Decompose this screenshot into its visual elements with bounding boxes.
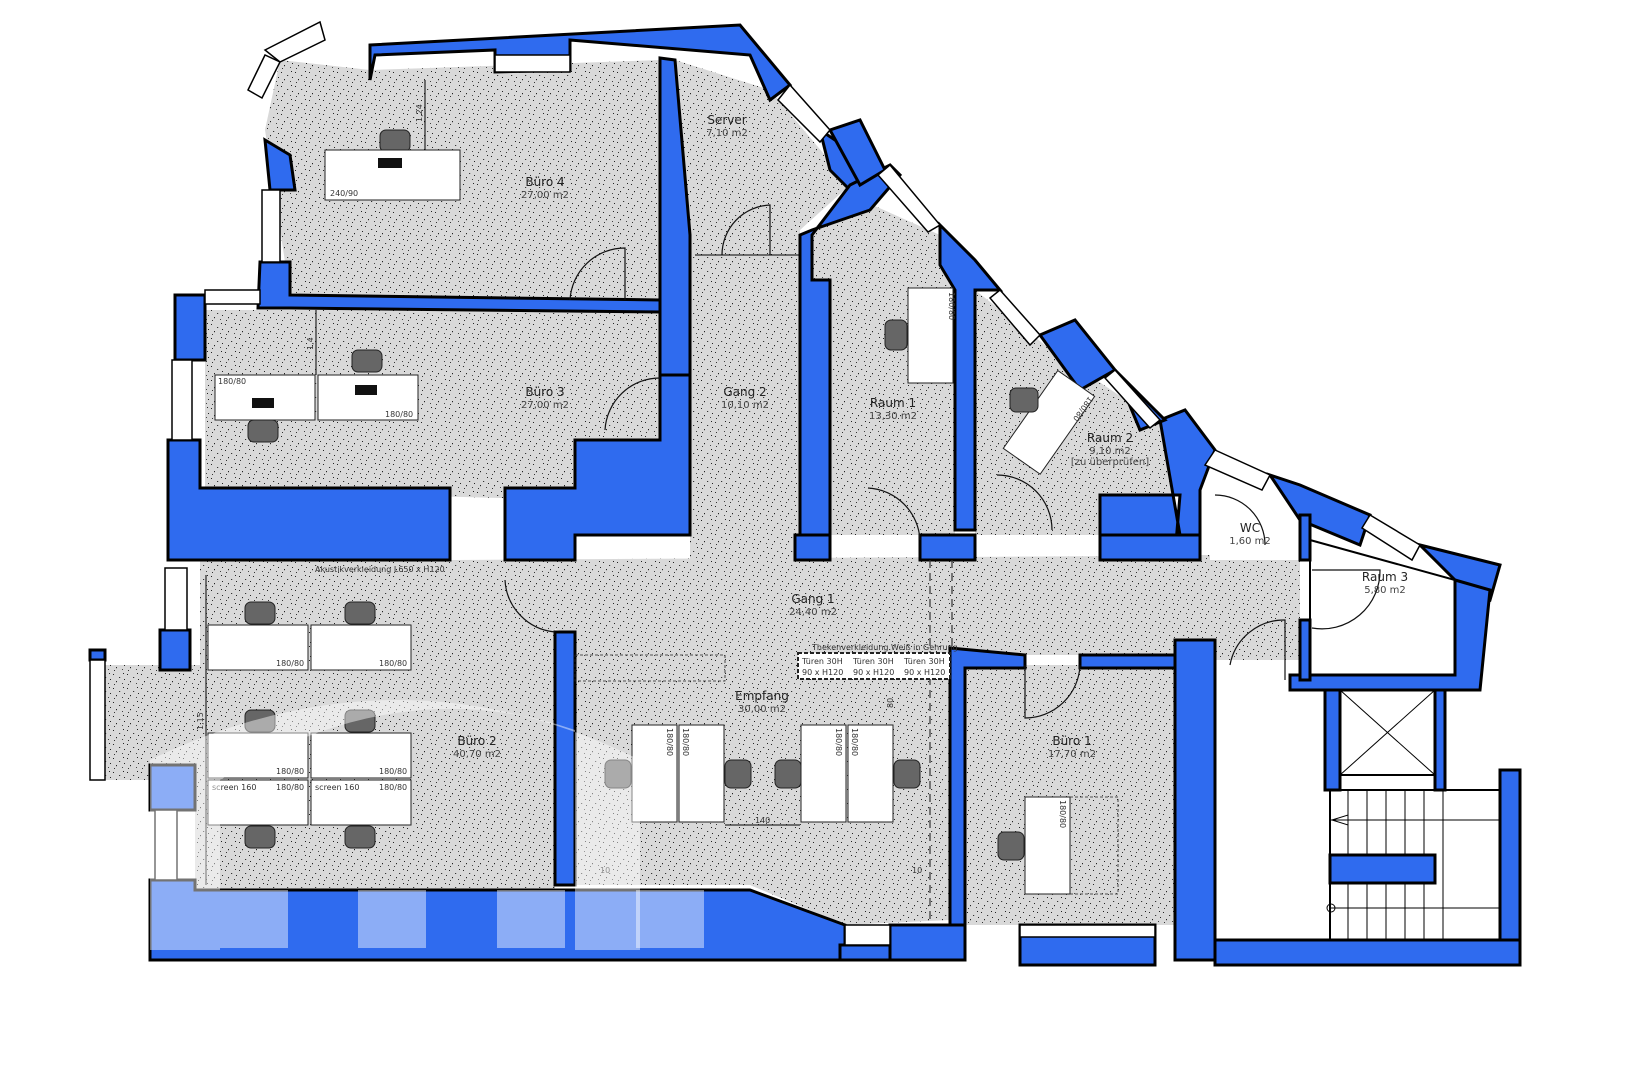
floors bbox=[105, 60, 1300, 925]
desk-label: screen 160 bbox=[315, 783, 359, 792]
room-name-raum3: Raum 3 bbox=[1362, 570, 1408, 584]
desk bbox=[214, 374, 316, 421]
room-area-server: 7,10 m2 bbox=[706, 128, 748, 139]
desk-label: 240/90 bbox=[330, 189, 358, 198]
desk bbox=[317, 374, 419, 421]
desk-label: 180/80 bbox=[379, 783, 407, 792]
desk bbox=[207, 779, 309, 826]
floor-gang1 bbox=[455, 555, 1300, 660]
desk-label: 180/80 bbox=[681, 728, 690, 756]
room-name-buero1: Büro 1 bbox=[1052, 734, 1091, 748]
counter-door-size: 90 x H120 bbox=[802, 668, 843, 677]
desk bbox=[907, 287, 954, 384]
counter-annotation: Thekenverkleidung Weiß in Gehrung bbox=[811, 643, 958, 652]
desk bbox=[1024, 796, 1071, 895]
desk-label: 180/80 bbox=[218, 377, 246, 386]
room-name-buero4: Büro 4 bbox=[525, 175, 564, 189]
floor-empfang bbox=[575, 640, 950, 925]
windows bbox=[89, 20, 1421, 946]
floor-corridor-right bbox=[1200, 555, 1300, 660]
desk-label: 180/80 bbox=[379, 767, 407, 776]
room-labels: Büro 4 27,00 m2 Server 7,10 m2 Büro 3 27… bbox=[453, 113, 1408, 760]
room-name-empfang: Empfang bbox=[735, 689, 789, 703]
room-name-server: Server bbox=[707, 113, 746, 127]
room-note-raum2: [zu überprüfen] bbox=[1071, 457, 1149, 468]
room-area-buero4: 27,00 m2 bbox=[521, 190, 569, 201]
desk-label: 180/80 bbox=[276, 783, 304, 792]
dimension-14: 1,4 bbox=[306, 337, 315, 350]
room-area-wc: 1,60 m2 bbox=[1229, 536, 1271, 547]
desk bbox=[800, 724, 847, 823]
floor-raum1 bbox=[812, 195, 955, 535]
desk bbox=[207, 732, 309, 779]
dimension-80: 80 bbox=[886, 698, 895, 708]
room-area-buero2: 40,70 m2 bbox=[453, 749, 501, 760]
elevator-cross-b bbox=[1339, 689, 1436, 776]
dimension-115: 1,15 bbox=[196, 712, 205, 730]
room-name-raum1: Raum 1 bbox=[870, 396, 916, 410]
walls bbox=[88, 23, 1522, 967]
desk-label: 180/80 bbox=[276, 659, 304, 668]
desk-label: 180/80 bbox=[385, 410, 413, 419]
room-name-buero3: Büro 3 bbox=[525, 385, 564, 399]
counter-door-size: 90 x H120 bbox=[853, 668, 894, 677]
desk-label: 180/80 bbox=[947, 292, 956, 320]
desk-label: screen 160 bbox=[212, 783, 256, 792]
room-area-raum3: 5,80 m2 bbox=[1364, 585, 1406, 596]
counter-door-label: Türen 30H bbox=[852, 657, 894, 666]
floor-buero4 bbox=[265, 60, 660, 300]
desk bbox=[631, 724, 678, 823]
desk-label: 180/80 bbox=[834, 728, 843, 756]
desk-label: 180/80 bbox=[665, 728, 674, 756]
floor-gang2 bbox=[690, 255, 800, 560]
room-area-empfang: 30,00 m2 bbox=[738, 704, 786, 715]
room-name-buero2: Büro 2 bbox=[457, 734, 496, 748]
counter bbox=[797, 652, 951, 680]
floor-server bbox=[675, 60, 850, 255]
room-name-gang1: Gang 1 bbox=[791, 592, 834, 606]
desk-label: 180/80 bbox=[850, 728, 859, 756]
floor-buero3 bbox=[205, 310, 690, 500]
floor-wc bbox=[1210, 490, 1300, 560]
room-area-gang2: 10,10 m2 bbox=[721, 400, 769, 411]
room-name-gang2: Gang 2 bbox=[723, 385, 766, 399]
room-area-buero1: 17,70 m2 bbox=[1048, 749, 1096, 760]
counter-outline bbox=[574, 654, 726, 682]
room-name-raum2: Raum 2 bbox=[1087, 431, 1133, 445]
desk bbox=[207, 624, 309, 671]
desk-label: 180/80 bbox=[276, 767, 304, 776]
room-area-raum2: 9,10 m2 bbox=[1089, 446, 1131, 457]
desk-label: 180/80 bbox=[1058, 800, 1067, 828]
desk-label: 180/80 bbox=[379, 659, 407, 668]
room-name-wc: WC bbox=[1240, 521, 1260, 535]
counter-door-label: Türen 30H bbox=[801, 657, 843, 666]
dimension-10: 10 bbox=[600, 866, 610, 875]
room-area-buero3: 27,00 m2 bbox=[521, 400, 569, 411]
desk bbox=[310, 732, 412, 779]
room-area-raum1: 13,30 m2 bbox=[869, 411, 917, 422]
staircase bbox=[1326, 789, 1516, 941]
counter-door-label: Türen 30H bbox=[903, 657, 945, 666]
dimension-124: 1,24 bbox=[415, 104, 424, 122]
doors bbox=[504, 204, 1381, 719]
desk bbox=[310, 779, 412, 826]
stair-wall bbox=[1328, 853, 1437, 885]
room-area-gang1: 24,40 m2 bbox=[789, 607, 837, 618]
desk bbox=[847, 724, 894, 823]
watermark bbox=[150, 700, 704, 950]
acoustic-annotation: Akustikverkleidung L650 x H120 bbox=[315, 565, 445, 574]
furniture: 240/90 180/80 180/80 180/80 180/80 180/8… bbox=[207, 129, 1119, 895]
dimension-140: 140 bbox=[755, 816, 770, 825]
counter-door-size: 90 x H120 bbox=[904, 668, 945, 677]
desk bbox=[310, 624, 412, 671]
dimension-10: 10 bbox=[912, 866, 922, 875]
desk bbox=[678, 724, 725, 823]
stair-arrow-icon bbox=[1330, 814, 1349, 826]
